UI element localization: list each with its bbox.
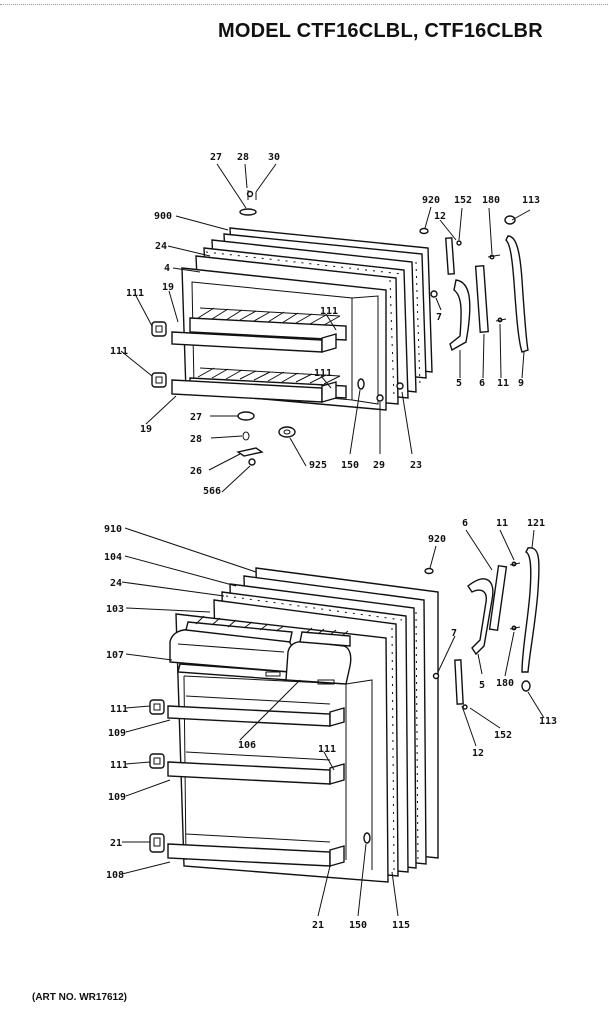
fresh-food-handle-parts — [424, 547, 540, 710]
label-180: 180 — [482, 195, 500, 206]
label-24: 24 — [155, 241, 167, 252]
label-28: 28 — [237, 152, 249, 163]
label-900: 900 — [154, 211, 172, 222]
label-152: 152 — [494, 730, 512, 741]
label-11: 11 — [496, 518, 508, 529]
freezer-shelf-lower — [171, 367, 347, 403]
label-106: 106 — [238, 740, 256, 751]
label-6: 6 — [479, 378, 485, 389]
shelf-support-111c — [149, 699, 165, 715]
label-7: 7 — [451, 628, 457, 639]
label-111: 111 — [110, 704, 128, 715]
shelf-support-111d — [149, 753, 165, 769]
page-title: MODEL CTF16CLBL, CTF16CLBR — [218, 20, 543, 42]
label-108: 108 — [106, 870, 124, 881]
freezer-handle-parts — [419, 215, 529, 353]
label-19: 19 — [162, 282, 174, 293]
label-910: 910 — [104, 524, 122, 535]
label-107: 107 — [106, 650, 124, 661]
upper-labels: 27 28 30 900 24 4 111 19 111 19 111 111 … — [110, 152, 540, 497]
art-number: (ART NO. WR17612) — [32, 992, 128, 1003]
label-152: 152 — [454, 195, 472, 206]
label-111: 111 — [110, 346, 128, 357]
butter-compartment-106 — [285, 627, 352, 685]
label-28: 28 — [190, 434, 202, 445]
label-111: 111 — [126, 288, 144, 299]
label-26: 26 — [190, 466, 202, 477]
label-150: 150 — [341, 460, 359, 471]
label-121: 121 — [527, 518, 545, 529]
label-9: 9 — [518, 378, 524, 389]
label-104: 104 — [104, 552, 122, 563]
freezer-shelf-upper — [171, 307, 347, 353]
door-shelf-109a — [167, 695, 345, 727]
label-5: 5 — [479, 680, 485, 691]
label-920: 920 — [428, 534, 446, 545]
label-150: 150 — [349, 920, 367, 931]
label-19: 19 — [140, 424, 152, 435]
fresh-food-door-assembly — [121, 527, 545, 917]
label-27: 27 — [190, 412, 202, 423]
shelf-support-111a — [151, 321, 167, 337]
label-109: 109 — [108, 728, 126, 739]
label-21: 21 — [312, 920, 324, 931]
shelf-support-21 — [149, 833, 165, 853]
label-111: 111 — [110, 760, 128, 771]
label-180: 180 — [496, 678, 514, 689]
label-12: 12 — [434, 211, 446, 222]
lower-labels: 910 104 24 103 107 111 109 106 111 111 1… — [104, 518, 557, 931]
door-shelf-109b — [167, 751, 345, 785]
bottom-hinge-parts — [236, 411, 296, 466]
label-6: 6 — [462, 518, 468, 529]
label-11: 11 — [497, 378, 509, 389]
label-29: 29 — [373, 460, 385, 471]
label-30: 30 — [268, 152, 280, 163]
label-27: 27 — [210, 152, 222, 163]
label-103: 103 — [106, 604, 124, 615]
label-109: 109 — [108, 792, 126, 803]
label-7: 7 — [436, 312, 442, 323]
label-113: 113 — [539, 716, 557, 727]
label-566: 566 — [203, 486, 221, 497]
label-113: 113 — [522, 195, 540, 206]
label-920: 920 — [422, 195, 440, 206]
label-4: 4 — [164, 263, 170, 274]
freezer-door-assembly — [120, 163, 531, 493]
label-12: 12 — [472, 748, 484, 759]
label-23: 23 — [410, 460, 422, 471]
label-21: 21 — [110, 838, 122, 849]
top-hinge-parts — [239, 190, 257, 216]
label-111: 111 — [320, 306, 338, 317]
label-111: 111 — [314, 368, 332, 379]
label-111: 111 — [318, 744, 336, 755]
label-115: 115 — [392, 920, 410, 931]
label-5: 5 — [456, 378, 462, 389]
scan-edge — [0, 0, 608, 5]
label-925: 925 — [309, 460, 327, 471]
shelf-support-111b — [151, 372, 167, 388]
label-24: 24 — [110, 578, 122, 589]
